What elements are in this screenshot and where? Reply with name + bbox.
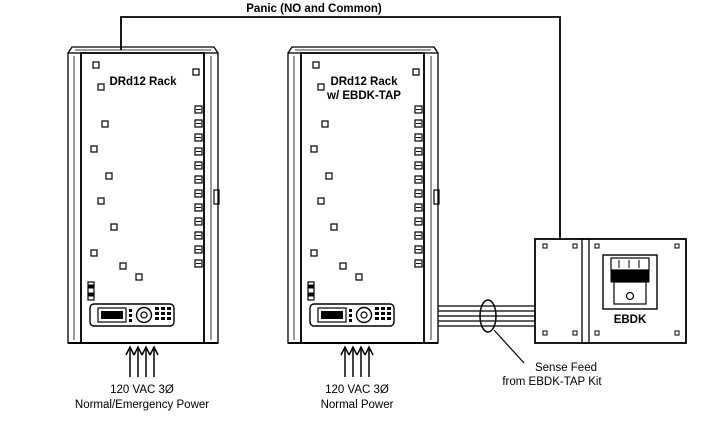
- rack-1-indicator-squares: [90, 61, 200, 281]
- rack-2-title-line1: DRd12 Rack: [330, 76, 398, 88]
- rack-2-control-panel: [309, 303, 395, 327]
- rack-2-power-line1: 120 VAC 3Ø: [325, 384, 389, 396]
- sense-feed-label-line2: from EBDK-TAP Kit: [502, 376, 602, 388]
- rack-1-keypad: [129, 307, 171, 322]
- rack-1-control-panel: [89, 303, 175, 327]
- sense-feed-label-line1: Sense Feed: [535, 362, 597, 374]
- ebdk-label: EBDK: [614, 314, 647, 326]
- rack-1-breaker-marks: [196, 109, 201, 264]
- rack-2-keypad: [349, 307, 391, 322]
- ebdk-enclosure: [534, 238, 687, 344]
- rack-1-breaker-column: [194, 105, 203, 268]
- rack-2-power-arrows: [340, 345, 374, 377]
- rack-1-power-line2: Normal/Emergency Power: [75, 399, 209, 411]
- rack-2-title-line2: w/ EBDK-TAP: [326, 90, 401, 102]
- sense-feed-bundle-ring: [479, 299, 497, 333]
- sense-feed-cables: [438, 305, 535, 327]
- rack-2: [287, 46, 440, 344]
- rack-2-power-line2: Normal Power: [321, 399, 394, 411]
- rack-2-breaker-column: [414, 105, 423, 268]
- rack-1-power-arrows: [125, 345, 159, 377]
- rack-1: [67, 46, 220, 344]
- sense-feed-leader: [493, 329, 525, 364]
- rack-2-breaker-marks: [416, 109, 421, 264]
- rack-1-title: DRd12 Rack: [109, 76, 177, 88]
- panic-wire: [120, 16, 561, 240]
- rack-2-indicator-squares: [310, 61, 420, 281]
- panic-label: Panic (NO and Common): [246, 3, 382, 15]
- rack-1-power-line1: 120 VAC 3Ø: [110, 384, 174, 396]
- ebdk-screws: [542, 243, 680, 336]
